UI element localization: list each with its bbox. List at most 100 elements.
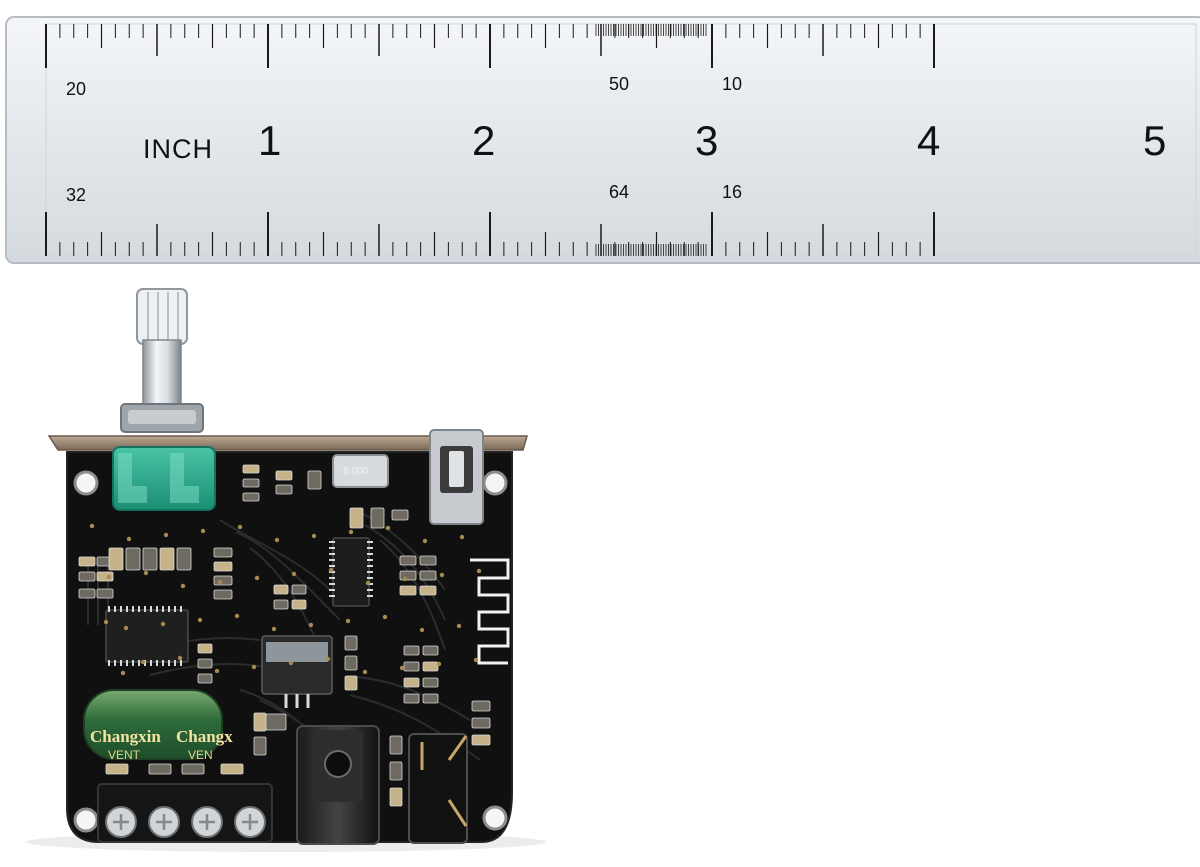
mounting-hole-bottom-left (73, 807, 99, 833)
smd-component (403, 677, 420, 688)
pcb-via (177, 655, 183, 661)
dc-jack-hole (324, 750, 352, 778)
smd-component (125, 547, 141, 571)
ruler-inch-number-1: 1 (258, 117, 281, 164)
usb-port (429, 429, 484, 525)
smd-component (213, 589, 233, 600)
mounting-hole-top-right (482, 470, 508, 496)
potentiometer-washer (128, 410, 196, 424)
capacitor-brand-left: Changxin (90, 727, 161, 746)
smd-component (105, 763, 129, 775)
ruler-inch-number-2: 2 (472, 117, 495, 164)
capacitor-brand-right: Changx (176, 727, 233, 746)
pcb-via (399, 665, 405, 671)
bluetooth-ic-chip (329, 537, 373, 607)
capacitor-body (83, 689, 223, 760)
smd-component (399, 570, 417, 581)
terminal-block (97, 783, 273, 843)
pcb-via (214, 668, 220, 674)
smd-component (78, 588, 96, 599)
pcb-via (382, 614, 388, 620)
pcb-via (160, 621, 166, 627)
pcb-vias (89, 523, 482, 676)
smd-component (242, 464, 260, 474)
capacitor-vent-right: VEN (188, 748, 213, 762)
pcb-via (328, 567, 334, 573)
pcb-via (254, 575, 260, 581)
terminal-screws (105, 806, 266, 838)
smd-components (78, 464, 491, 807)
terminal-screw-slot (156, 814, 172, 830)
smd-component (291, 599, 307, 610)
pcb-via (180, 583, 186, 589)
pcb-via (140, 659, 146, 665)
smd-component (213, 547, 233, 558)
smd-component (242, 492, 260, 502)
screw-terminal (97, 783, 273, 843)
ruler-top-number-10: 10 (722, 74, 742, 94)
smd-component (275, 470, 293, 481)
smd-component (471, 734, 491, 746)
pcb-via (402, 576, 408, 582)
smd-component (78, 571, 96, 582)
crystal-oscillator: 8.000 (332, 454, 389, 488)
smd-component (242, 478, 260, 488)
smd-component (344, 635, 358, 651)
pcb-via (197, 617, 203, 623)
smd-component (399, 555, 417, 566)
smd-component (344, 675, 358, 691)
potentiometer-clip-right (170, 453, 199, 503)
smd-component (403, 693, 420, 704)
ruler-inch-number-4: 4 (917, 117, 940, 164)
antenna-trace (470, 558, 510, 665)
ruler-bottom-number-16: 16 (722, 182, 742, 202)
pcb-via (311, 533, 317, 539)
ruler-top-number-20: 20 (66, 79, 86, 99)
smd-component (419, 585, 437, 596)
pcb-via (120, 670, 126, 676)
mounting-hole-top-left (73, 470, 99, 496)
smd-component (370, 507, 385, 529)
smd-component (213, 575, 233, 586)
potentiometer-knob-assembly (120, 288, 204, 433)
smd-component (419, 570, 437, 581)
ruler-body (5, 16, 1200, 264)
pcb-via (476, 568, 482, 574)
ruler-tick-marks (45, 24, 935, 256)
amplifier-board: 8.000 Changxin Changx VENT VEN (26, 288, 546, 852)
smd-component (159, 547, 175, 571)
smd-component (291, 584, 307, 595)
pcb-via (439, 572, 445, 578)
main-ic-pins (108, 606, 182, 666)
usb-tongue (449, 451, 464, 487)
pcb-via (106, 574, 112, 580)
pcb-via (422, 538, 428, 544)
pcb-via (103, 619, 109, 625)
capacitor-vent-left: VENT (108, 748, 141, 762)
smd-component (389, 735, 403, 755)
smd-component (391, 509, 409, 521)
pcb-via (385, 525, 391, 531)
pcb-via (459, 534, 465, 540)
audio-jack-gold-contacts (420, 735, 468, 827)
pcb-via (271, 626, 277, 632)
audio-jack-body (408, 733, 468, 844)
dc-power-jack (296, 725, 380, 845)
smd-component (422, 677, 439, 688)
smd-component (176, 547, 192, 571)
voltage-regulator (261, 635, 333, 708)
smd-component (197, 673, 213, 684)
pcb-via (345, 618, 351, 624)
pcb-via (325, 656, 331, 662)
smd-component (403, 661, 420, 672)
smd-component (389, 761, 403, 781)
potentiometer-knurl-lines (147, 292, 179, 340)
ruler-bottom-number-32: 32 (66, 185, 86, 205)
smd-component (422, 661, 439, 672)
audio-jack (408, 733, 468, 844)
ruler-inch-number-5: 5 (1143, 117, 1166, 164)
pcb-via (251, 664, 257, 670)
smd-component (389, 787, 403, 807)
potentiometer-knurled-top (136, 288, 188, 345)
